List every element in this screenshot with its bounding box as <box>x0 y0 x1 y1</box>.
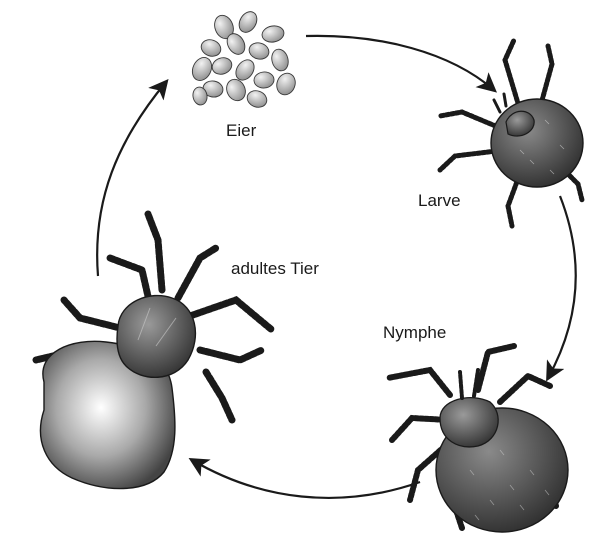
nymph-illustration <box>388 346 568 532</box>
arrow-nymph-to-adult <box>192 460 420 498</box>
egg-cluster-illustration <box>189 8 298 109</box>
adult-tick-illustration <box>36 214 272 489</box>
stage-label-adult: adultes Tier <box>231 260 319 277</box>
arrow-larva-to-nymph <box>548 196 576 378</box>
arrow-eggs-to-larva <box>306 36 494 90</box>
stage-label-larva: Larve <box>418 192 461 209</box>
stage-label-eggs: Eier <box>226 122 256 139</box>
stage-label-nymph: Nymphe <box>383 324 446 341</box>
